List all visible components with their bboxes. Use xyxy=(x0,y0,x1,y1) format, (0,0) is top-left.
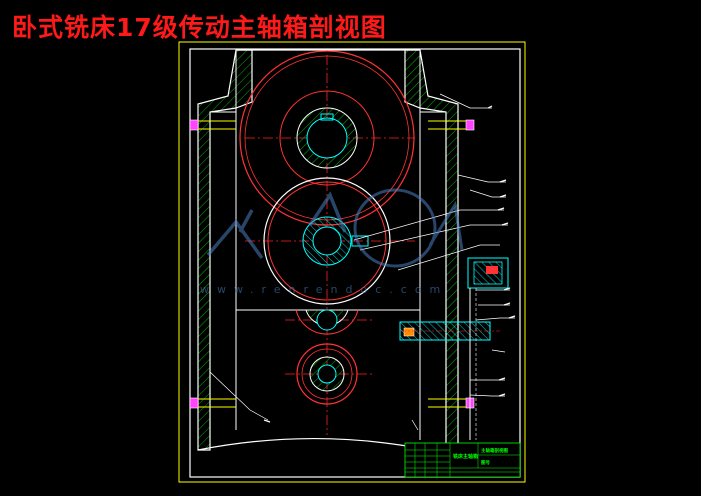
gear-lower-2 xyxy=(296,343,358,405)
leader-ticks xyxy=(263,105,516,423)
watermark: www.renrendoc.com xyxy=(200,188,464,296)
gear-upper xyxy=(239,50,415,226)
title-block-cell-c: 图号 xyxy=(481,459,490,466)
gear-middle xyxy=(263,177,391,305)
gear-lower-1 xyxy=(295,309,359,335)
housing xyxy=(197,49,459,451)
bolt-left-bottom xyxy=(189,397,236,409)
title-block-cell-b: 主轴箱剖视图 xyxy=(481,447,508,454)
page-title: 卧式铣床17级传动主轴箱剖视图 xyxy=(12,13,387,42)
bolt-right-top xyxy=(428,119,475,131)
leader-lines xyxy=(209,93,515,431)
outer-frame xyxy=(178,41,526,483)
title-block: 铣床主轴箱 主轴箱剖视图 图号 xyxy=(404,442,521,478)
inner-frame xyxy=(189,48,521,478)
title-block-cell-a: 铣床主轴箱 xyxy=(453,453,478,460)
spindle-shaft-right xyxy=(399,321,500,341)
bearing-assembly-right xyxy=(467,257,509,440)
bolt-left-top xyxy=(189,119,236,131)
watermark-text: www.renrendoc.com xyxy=(200,283,448,296)
